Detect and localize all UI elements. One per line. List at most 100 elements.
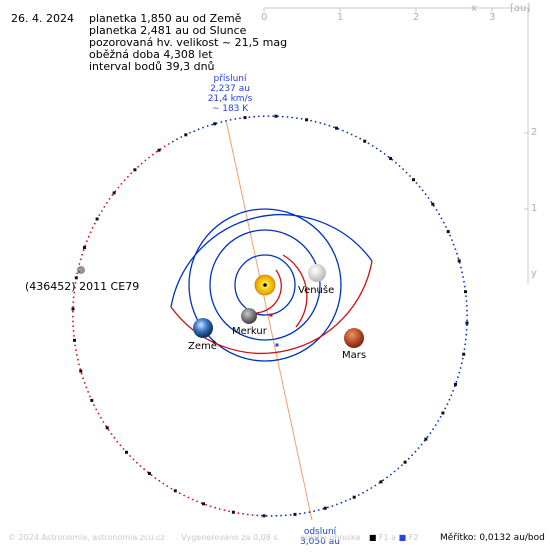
interval-point <box>465 321 469 325</box>
orbit-dot <box>446 403 449 405</box>
orbit-dot <box>120 183 123 185</box>
orbit-dot <box>246 513 249 516</box>
orbit-dot <box>100 416 102 419</box>
orbit-dot <box>357 494 360 496</box>
orbit-dot <box>150 474 153 477</box>
orbit-dot <box>220 121 223 123</box>
orbit-dot <box>137 165 140 168</box>
planet-label-venus: Venuše <box>298 285 335 296</box>
orbit-dot <box>465 333 468 336</box>
mercury <box>241 308 257 324</box>
orbit-dot <box>405 171 408 174</box>
orbit-dot <box>72 330 75 332</box>
orbit-dot <box>277 115 279 118</box>
orbit-dot <box>248 116 251 118</box>
orbit-dot <box>180 136 183 138</box>
orbit-dot <box>409 175 411 177</box>
orbit-dot <box>457 257 460 260</box>
orbit-dot <box>331 505 334 507</box>
planet-label-earth: Země <box>188 341 217 352</box>
info-line-sun-distance: planetka 2,481 au od Slunce <box>89 24 247 37</box>
venus <box>308 264 326 282</box>
orbit-dot <box>77 358 79 361</box>
axis-unit: [au] <box>510 3 531 14</box>
orbit-dot <box>171 140 174 143</box>
orbit-dot <box>228 510 230 513</box>
orbit-dot <box>421 189 424 192</box>
orbit-dot <box>450 394 453 397</box>
orbit-dot <box>108 198 111 200</box>
interval-point <box>457 259 461 263</box>
earth <box>193 318 213 338</box>
orbit-dot <box>206 125 209 127</box>
orbit-dot <box>289 514 292 516</box>
orbit-dot <box>327 506 329 509</box>
footer-copyright: © 2024 Astronomia, astronomia.zcu.cz Vyg… <box>8 533 278 542</box>
orbit-dot <box>442 221 445 224</box>
info-line-earth-distance: planetka 1,850 au od Země <box>89 12 242 25</box>
interval-point <box>379 480 383 484</box>
orbit-dot <box>129 455 132 457</box>
orbit-dot <box>74 282 77 284</box>
orbit-dot <box>291 116 294 119</box>
orbit-dot <box>189 132 191 134</box>
orbit-dot <box>371 145 374 147</box>
interval-point <box>431 202 435 206</box>
orbit-dot <box>355 135 357 138</box>
orbit-dot <box>93 222 96 225</box>
interval-point <box>305 118 309 122</box>
orbit-dot <box>72 320 74 323</box>
orbit-dot <box>76 272 79 275</box>
orbit-dot <box>398 165 401 167</box>
interval-point <box>95 217 99 221</box>
perihelion-temp: ~ 183 K <box>211 104 249 114</box>
y-tick-label: 2 <box>531 127 538 138</box>
legend-text: polohy ohniska <box>300 533 361 542</box>
orbit-dot <box>163 145 166 148</box>
orbit-dot <box>148 156 151 159</box>
orbit-dot <box>267 115 270 117</box>
orbit-dot <box>197 128 200 131</box>
orbit-dot <box>218 508 221 510</box>
orbit-dot <box>196 500 199 503</box>
orbit-dot <box>350 133 353 136</box>
interval-point <box>173 489 177 493</box>
orbit-dot <box>72 296 75 299</box>
interval-point <box>83 246 86 250</box>
orbit-dot <box>72 315 74 318</box>
orbit-dot <box>395 161 397 164</box>
orbit-dot <box>393 470 396 473</box>
orbit-dot <box>466 324 468 326</box>
orbit-dot <box>427 197 430 199</box>
orbit-dot <box>72 325 75 328</box>
interval-point <box>446 230 450 234</box>
orbit-dot <box>74 344 77 347</box>
orbit-dot <box>103 206 106 208</box>
orbit-dot <box>116 440 119 443</box>
orbit-dot <box>272 115 275 117</box>
interval-point <box>213 122 217 126</box>
orbit-dot <box>452 243 455 246</box>
orbit-dot <box>262 115 265 118</box>
orbit-dot <box>205 503 208 506</box>
focus-f2 <box>275 343 279 347</box>
orbit-dot <box>402 168 404 171</box>
orbit-dot <box>465 304 468 307</box>
orbit-dot <box>455 380 458 383</box>
orbit-dot <box>265 515 268 517</box>
orbit-dot <box>132 458 135 461</box>
earth-orbit <box>188 208 342 362</box>
orbit-dot <box>438 213 440 216</box>
orbit-dot <box>308 511 311 513</box>
orbit-dot <box>139 465 142 467</box>
orbit-dot <box>86 240 88 243</box>
interval-point <box>293 512 297 516</box>
orbit-dot <box>237 512 240 515</box>
date-label: 26. 4. 2024 <box>11 12 74 25</box>
orbit-dot <box>72 310 74 313</box>
info-line-period: oběžná doba 4,308 let <box>89 48 213 61</box>
interval-point <box>74 276 78 280</box>
orbit-dot <box>466 309 468 312</box>
perihelion-title: přísluní <box>213 74 247 84</box>
